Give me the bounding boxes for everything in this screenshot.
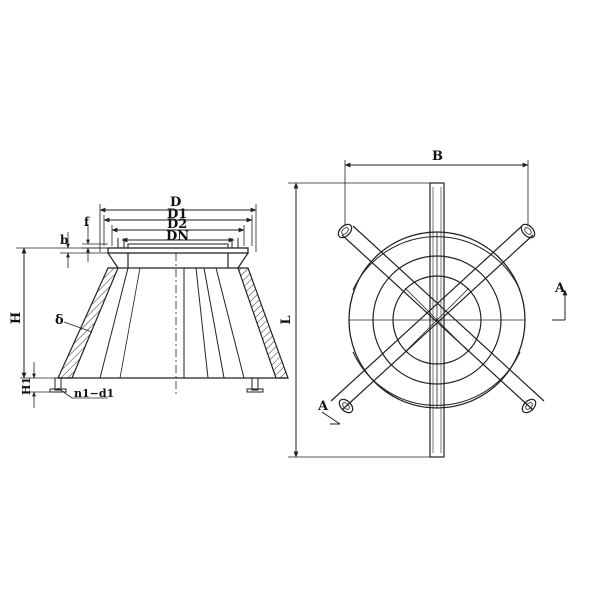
label-a-right: A xyxy=(554,281,566,296)
dim-b: B xyxy=(344,149,529,226)
side-view: D D1 D2 DN f b H H1 xyxy=(9,195,289,408)
label-d2: D2 xyxy=(167,217,187,232)
label-f: f xyxy=(84,215,90,229)
label-dn: DN xyxy=(166,229,189,244)
diagonal-arm-2 xyxy=(330,225,534,411)
tube-ends xyxy=(337,223,537,414)
dim-l: L xyxy=(279,182,430,458)
neck xyxy=(107,252,249,269)
vertical-arm xyxy=(429,182,445,458)
label-b-width: B xyxy=(432,149,443,164)
label-d1: D1 xyxy=(167,207,187,222)
dim-h: H H1 xyxy=(9,247,108,408)
dim-f-b: f b xyxy=(60,215,108,268)
top-view: B L A A xyxy=(279,149,568,458)
section-a-right: A xyxy=(552,281,568,321)
label-h1: H1 xyxy=(20,377,33,395)
label-l: L xyxy=(279,315,294,324)
n1-d1-leader: n1−d1 xyxy=(57,387,114,400)
label-delta: δ xyxy=(55,313,64,328)
label-n1-d1: n1−d1 xyxy=(74,387,114,400)
dim-top: D D1 D2 DN xyxy=(99,195,257,252)
cone-body xyxy=(57,253,289,395)
top-flange xyxy=(107,238,249,254)
label-a-left: A xyxy=(317,399,329,414)
section-a-left: A xyxy=(317,399,341,425)
label-b: b xyxy=(60,233,68,247)
feet xyxy=(49,377,264,393)
label-h: H xyxy=(9,312,24,324)
delta-leader: δ xyxy=(55,313,93,333)
label-d: D xyxy=(170,195,181,210)
